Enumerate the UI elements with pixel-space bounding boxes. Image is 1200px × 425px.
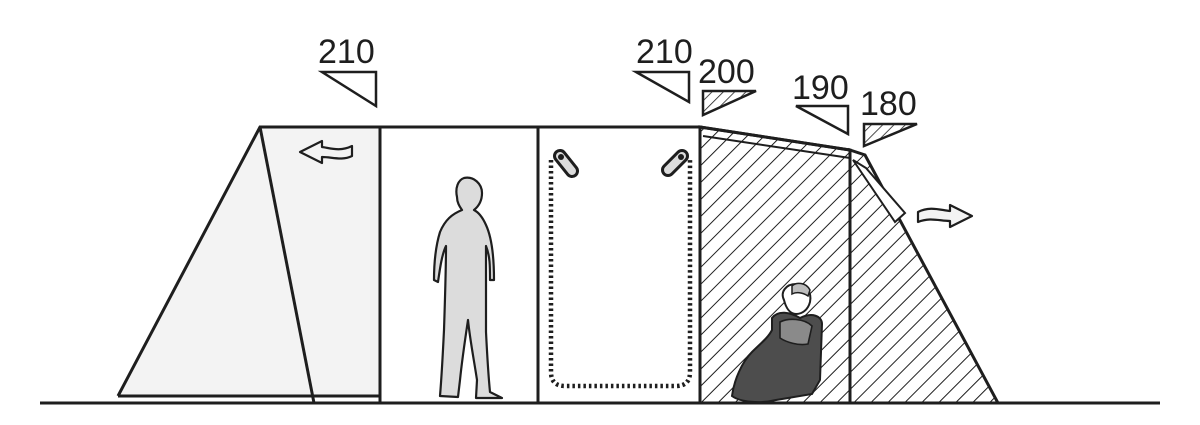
sitting-person-icon	[730, 282, 824, 404]
exit-arrow-icon	[916, 203, 974, 229]
height-label: 210	[636, 33, 693, 71]
bedroom-inner-tent	[536, 125, 702, 405]
standing-person-icon	[432, 176, 504, 400]
height-label: 180	[860, 85, 917, 123]
height-marker-1: 210	[317, 33, 378, 109]
height-marker-3: 200	[698, 53, 757, 117]
height-marker-2: 210	[631, 33, 693, 105]
tie-back-icon-right	[661, 149, 689, 177]
entrance-arrow-icon	[298, 139, 354, 165]
height-marker-4: 190	[792, 69, 850, 137]
front-porch	[116, 125, 380, 404]
end-section	[848, 147, 1001, 405]
height-wedge	[631, 70, 691, 105]
height-label: 200	[698, 53, 755, 91]
living-area	[378, 125, 540, 405]
height-marker-5: 180	[860, 85, 918, 148]
height-wedge	[795, 104, 850, 137]
height-wedge	[317, 70, 378, 109]
tie-back-icon-left	[553, 149, 579, 178]
height-wedge	[862, 122, 918, 148]
vent-flap	[852, 159, 907, 224]
height-wedge	[701, 89, 757, 117]
height-label: 190	[792, 69, 849, 107]
height-label: 210	[318, 33, 375, 71]
